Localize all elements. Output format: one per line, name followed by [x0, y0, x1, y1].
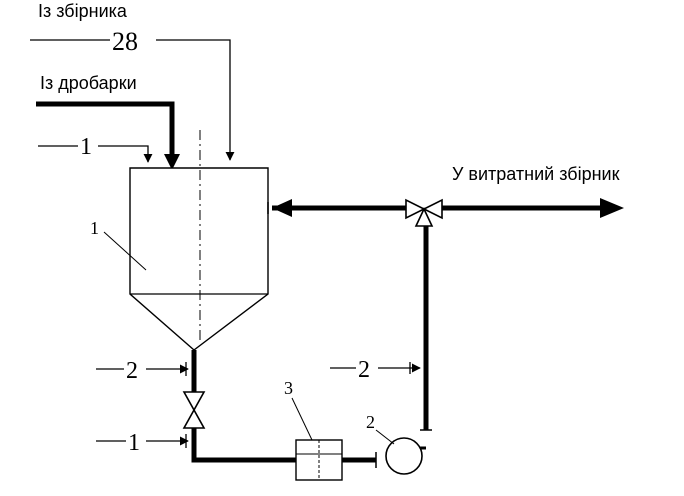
filter-inlet-pipe: [191, 428, 296, 463]
side-line-code: 1: [80, 134, 92, 160]
tank: [129, 167, 269, 351]
filter-number: 3: [284, 378, 293, 398]
collector-line-code: 28: [112, 27, 138, 56]
collector-feed-line: [156, 39, 235, 161]
pump: [385, 437, 423, 475]
tank-bottom-line-code: 2: [126, 358, 138, 384]
valve-outlet-line-code: 1: [128, 430, 140, 456]
from-crusher-label: Із дробарки: [40, 73, 137, 93]
filter-leader: [291, 397, 313, 441]
supply-arrowhead: [600, 198, 624, 218]
to-supply-tank-label: У витратний збірник: [452, 164, 620, 184]
pump-leader: [375, 429, 395, 445]
three-way-valve-left: [405, 198, 426, 220]
side-feed-line: [98, 145, 153, 163]
pump-number: 2: [366, 412, 375, 432]
tank-number: 1: [90, 218, 99, 238]
from-collector-label: Із збірника: [38, 1, 128, 21]
crusher-feed-arrowhead: [164, 154, 180, 170]
return-arrowhead: [272, 199, 292, 217]
gate-valve-top: [182, 391, 206, 412]
tank-leader: [103, 231, 147, 271]
return-line-code: 2: [358, 357, 370, 383]
crusher-feed-line: [36, 101, 175, 158]
gate-valve-bottom: [182, 408, 206, 429]
